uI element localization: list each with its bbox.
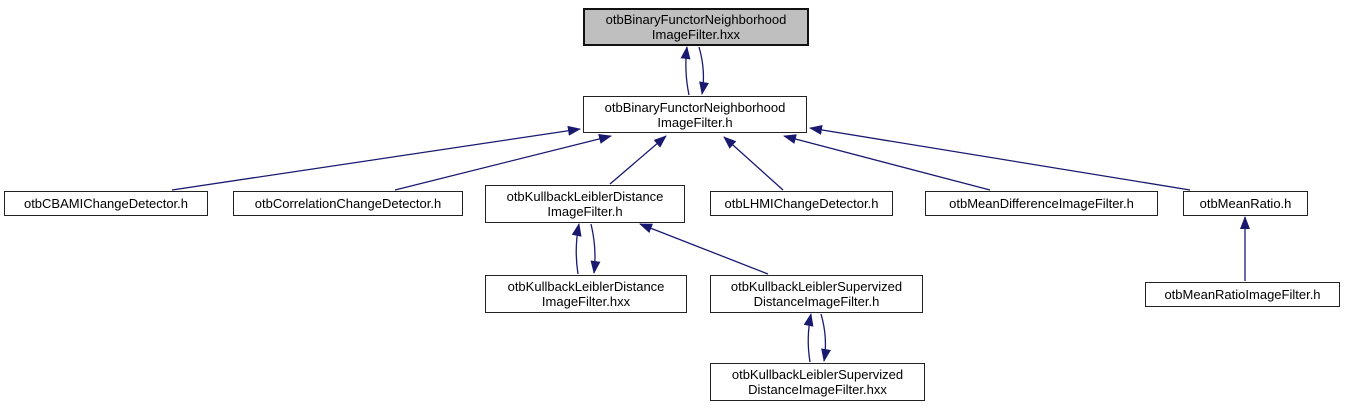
edge-binary-functor-h-to-binary-functor-hxx [680,46,691,96]
node-label: otbKullbackLeiblerSupervized DistanceIma… [730,279,903,309]
node-label: otbCBAMIChangeDetector.h [23,196,189,211]
edge-mean-ratio-to-binary-functor-h [809,124,1191,191]
edge-klsd-h-to-klsd-hxx [820,313,831,362]
node-otbLHMIChangeDetector-h[interactable]: otbLHMIChangeDetector.h [710,191,893,216]
edge-mean-diff-to-binary-functor-h [783,134,991,191]
node-label: otbKullbackLeiblerDistance ImageFilter.h [506,189,664,219]
node-label: otbCorrelationChangeDetector.h [254,196,442,211]
edge-klsd-h-to-kld-h [639,223,769,275]
node-label: otbKullbackLeiblerDistance ImageFilter.h… [507,279,665,309]
node-label: otbBinaryFunctorNeighborhood ImageFilter… [605,12,787,42]
edge-binary-functor-hxx-to-binary-functor-h [698,46,709,95]
node-label: otbMeanRatio.h [1199,196,1292,211]
node-label: otbKullbackLeiblerSupervized DistanceIma… [731,367,904,397]
node-label: otbLHMIChangeDetector.h [724,196,879,211]
edge-klsd-hxx-to-klsd-h [803,313,814,363]
edge-correlation-to-binary-functor-h [394,134,612,191]
node-label: otbBinaryFunctorNeighborhood ImageFilter… [604,99,786,130]
node-otbKullbackLeiblerSupervizedDistanceImageFilter-hxx[interactable]: otbKullbackLeiblerSupervized DistanceIma… [710,363,925,401]
edge-kld-h-to-kld-hxx [590,223,601,274]
node-otbKullbackLeiblerDistanceImageFilter-hxx[interactable]: otbKullbackLeiblerDistance ImageFilter.h… [485,275,687,313]
edge-lhmi-to-binary-functor-h [723,136,784,191]
node-otbCorrelationChangeDetector-h[interactable]: otbCorrelationChangeDetector.h [233,191,463,216]
node-otbKullbackLeiblerDistanceImageFilter-h[interactable]: otbKullbackLeiblerDistance ImageFilter.h [485,185,685,223]
node-otbMeanRatioImageFilter-h[interactable]: otbMeanRatioImageFilter.h [1145,282,1340,307]
node-otbMeanRatio-h[interactable]: otbMeanRatio.h [1183,191,1308,216]
node-otbBinaryFunctorNeighborhoodImageFilter-h[interactable]: otbBinaryFunctorNeighborhood ImageFilter… [583,96,807,133]
node-label: otbMeanDifferenceImageFilter.h [949,196,1134,211]
node-otbMeanDifferenceImageFilter-h[interactable]: otbMeanDifferenceImageFilter.h [925,191,1158,216]
node-otbCBAMIChangeDetector-h[interactable]: otbCBAMIChangeDetector.h [4,191,208,216]
node-otbKullbackLeiblerSupervizedDistanceImageFilter-h[interactable]: otbKullbackLeiblerSupervized DistanceIma… [710,275,923,313]
node-label: otbMeanRatioImageFilter.h [1164,287,1321,302]
edge-kld-hxx-to-kld-h [571,223,582,275]
edge-kld-h-to-binary-functor-h [609,135,667,185]
edge-cbami-to-binary-functor-h [171,125,581,191]
node-otbBinaryFunctorNeighborhoodImageFilter-hxx: otbBinaryFunctorNeighborhood ImageFilter… [583,8,809,46]
